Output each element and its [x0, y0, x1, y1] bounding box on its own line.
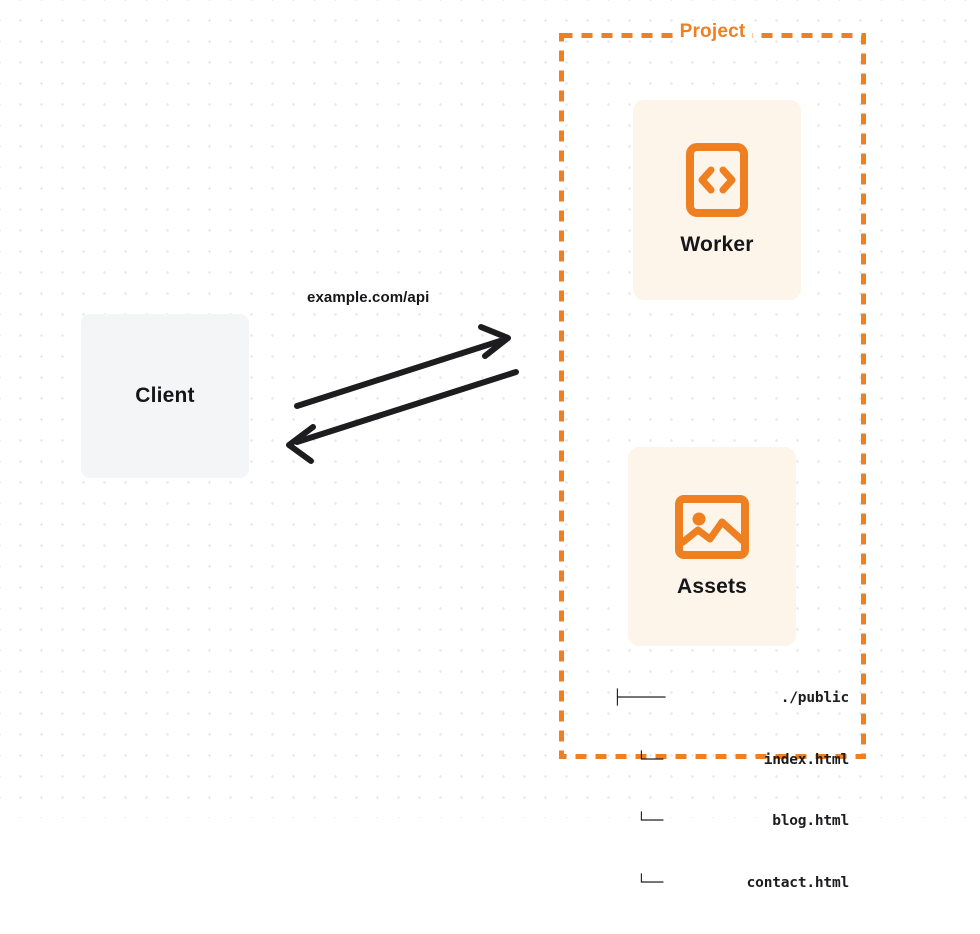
connection-label: example.com/api: [307, 289, 430, 306]
assets-card[interactable]: Assets: [628, 447, 796, 646]
project-group: Project Worker Assets ├───── ./public: [559, 21, 866, 891]
file-tree-row: └── contact.html: [599, 873, 849, 894]
assets-file-tree: ├───── ./public └── index.html └── blog.…: [599, 647, 849, 934]
tree-branch-glyph: └──: [637, 813, 664, 829]
worker-label: Worker: [680, 233, 754, 256]
file-tree-item: index.html: [763, 751, 850, 768]
worker-card[interactable]: Worker: [633, 100, 801, 300]
project-title: Project: [672, 21, 753, 43]
tree-branch-glyph: └──: [637, 874, 664, 891]
code-brackets-icon: [686, 143, 748, 217]
assets-label: Assets: [676, 574, 748, 598]
file-tree-item: contact.html: [746, 874, 850, 891]
file-tree-row: └── index.html: [599, 750, 849, 771]
file-tree-root-row: ├───── ./public: [599, 688, 849, 709]
tree-branch-glyph: ├─────: [613, 690, 666, 706]
client-label: Client: [135, 384, 195, 407]
file-tree-row: └── blog.html: [599, 811, 849, 832]
client-node[interactable]: Client: [81, 314, 249, 478]
image-icon: [675, 494, 749, 559]
tree-branch-glyph: └──: [637, 751, 664, 768]
file-tree-root: ./public: [780, 690, 849, 706]
file-tree-item: blog.html: [772, 813, 849, 829]
